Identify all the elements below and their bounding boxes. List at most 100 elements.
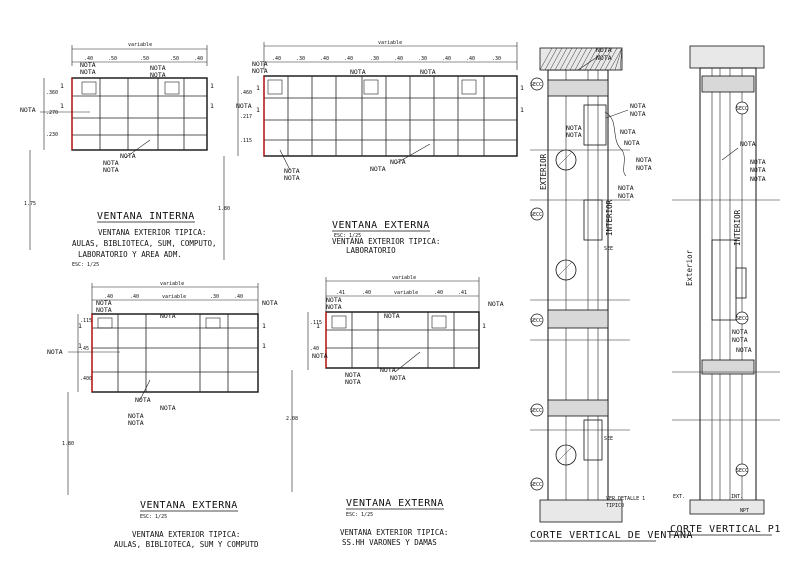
dim-seg: .40 — [442, 56, 451, 62]
drawing-desc: AULAS, BIBLIOTECA, SUM Y COMPUTD — [114, 540, 259, 549]
dim-left: .400 — [80, 376, 92, 382]
nota-label: NOTA — [488, 300, 504, 308]
small-note: SEE — [604, 246, 613, 252]
window-frame — [263, 75, 518, 157]
dim-left: .460 — [240, 90, 252, 96]
dim-seg: .50 — [140, 56, 149, 62]
dim-overall: 2.08 — [286, 416, 298, 422]
dim-seg: .40 — [84, 56, 93, 62]
nota-label: NOTA — [135, 396, 151, 404]
npt-label: NPT — [740, 508, 749, 514]
dim-seg: .40 — [234, 294, 243, 300]
dim-left: .270 — [46, 110, 58, 116]
nota-label: NOTA — [252, 67, 268, 75]
nota-label: NOTA — [732, 336, 748, 344]
tipico: TIPICO — [606, 503, 624, 509]
drawing-desc: VENTANA EXTERIOR TIPICA: — [332, 237, 440, 246]
nota-label: NOTA — [80, 68, 96, 76]
dim-left: .360 — [46, 90, 58, 96]
nota-label: NOTA — [80, 61, 96, 69]
secc-tag: SECC — [736, 316, 748, 322]
nota-label: NOTA — [736, 346, 752, 354]
nota-label: NOTA — [750, 166, 766, 174]
nota-label: NOTA — [750, 175, 766, 183]
drawing-ventana-externa-aulas: variable .40 .40 variable .30 .40 .115 .… — [47, 281, 278, 549]
drawing-desc: VENTANA EXTERIOR TIPICA: — [132, 530, 240, 539]
label-exterior-f: Exterior — [685, 249, 694, 286]
nota-label: NOTA — [236, 102, 252, 110]
label-interior-e: INTERIOR — [605, 199, 614, 236]
nota-label: NOTA — [618, 192, 634, 200]
nota-label: NOTA — [103, 166, 119, 174]
nota-label: NOTA — [624, 139, 640, 147]
dim-seg: .41 — [336, 290, 345, 296]
slab-hatch — [564, 47, 578, 71]
nota-label: NOTA — [345, 371, 361, 379]
dim-seg: .40 — [320, 56, 329, 62]
dim-seg: variable — [394, 290, 418, 296]
dim-seg: .30 — [370, 56, 379, 62]
nota-label: NOTA — [326, 303, 342, 311]
tag-one: 1 — [210, 82, 214, 90]
dim-seg: .50 — [108, 56, 117, 62]
secc-tag: SECC — [736, 106, 748, 112]
nota-label: NOTA — [596, 54, 612, 62]
label-interior-f: INTERIOR — [733, 209, 742, 246]
drawing-ventana-interna: variable .40 .50 .50 .50 .40 .360 .270 .… — [20, 42, 217, 268]
nota-label: NOTA — [345, 378, 361, 386]
tag-one: 1 — [210, 102, 214, 110]
drawing-title-b: VENTANA EXTERNA — [332, 220, 430, 231]
nota-label: NOTA — [160, 404, 176, 412]
dim-overall: 1.80 — [62, 441, 74, 447]
drawing-title-d: VENTANA EXTERNA — [346, 498, 444, 509]
nota-label: NOTA — [96, 299, 112, 307]
slab-hatch — [544, 47, 558, 71]
dim-seg: .40 — [130, 294, 139, 300]
dim-seg: .40 — [272, 56, 281, 62]
dim-left: .115 — [80, 318, 92, 324]
nota-label: NOTA — [620, 128, 636, 136]
tag-one: 1 — [520, 84, 524, 92]
slab-hatch — [574, 47, 588, 71]
tag-one: 1 — [262, 322, 266, 330]
dim-seg: .30 — [210, 294, 219, 300]
nota-label: NOTA — [150, 71, 166, 79]
drawing-title-c: VENTANA EXTERNA — [140, 500, 238, 511]
nota-label: NOTA — [128, 419, 144, 427]
tag-one: 1 — [482, 322, 486, 330]
slab-hatch — [559, 47, 573, 71]
dim-seg: .30 — [296, 56, 305, 62]
dim-seg: .40 — [434, 290, 443, 296]
dim-seg: .50 — [170, 56, 179, 62]
slab-hatch — [549, 47, 563, 71]
slab-hatch — [539, 47, 553, 71]
drawing-corte-vertical-ventana: SECC SECC SECC SECC SECC EXTERIOR INTERI… — [530, 46, 693, 542]
dim-seg: .40 — [362, 290, 371, 296]
drawing-corte-vertical-p1: SECC SECC SECC Exterior INTERIOR NOTA NO… — [670, 45, 780, 536]
dim-left: .217 — [240, 114, 252, 120]
dim-seg: .40 — [466, 56, 475, 62]
window-frame — [91, 313, 259, 393]
nota-label: NOTA — [390, 374, 406, 382]
nota-label: NOTA — [630, 102, 646, 110]
nota-label: NOTA — [566, 131, 582, 139]
drawing-desc: AULAS, BIBLIOTECA, SUM, COMPUTO, — [72, 239, 217, 248]
dim-seg: .40 — [104, 294, 113, 300]
drawing-scale: ESC: 1/25 — [140, 514, 167, 520]
dim-overall: 1.75 — [24, 201, 36, 207]
dim-seg: .30 — [418, 56, 427, 62]
nota-label: NOTA — [128, 412, 144, 420]
tag-one: 1 — [520, 106, 524, 114]
nota-label: NOTA — [96, 306, 112, 314]
drawing-scale: ESC: 1/25 — [346, 512, 373, 518]
dim-top-c: variable — [160, 281, 184, 287]
secc-tag: SECC — [736, 468, 748, 474]
nota-label: NOTA — [750, 158, 766, 166]
dim-top-d: variable — [392, 275, 416, 281]
small-note: SEE — [604, 436, 613, 442]
secc-tag: SECC — [530, 482, 542, 488]
slab-hatch — [599, 47, 613, 71]
nota-label: NOTA — [390, 158, 406, 166]
secc-tag: SECC — [530, 212, 542, 218]
